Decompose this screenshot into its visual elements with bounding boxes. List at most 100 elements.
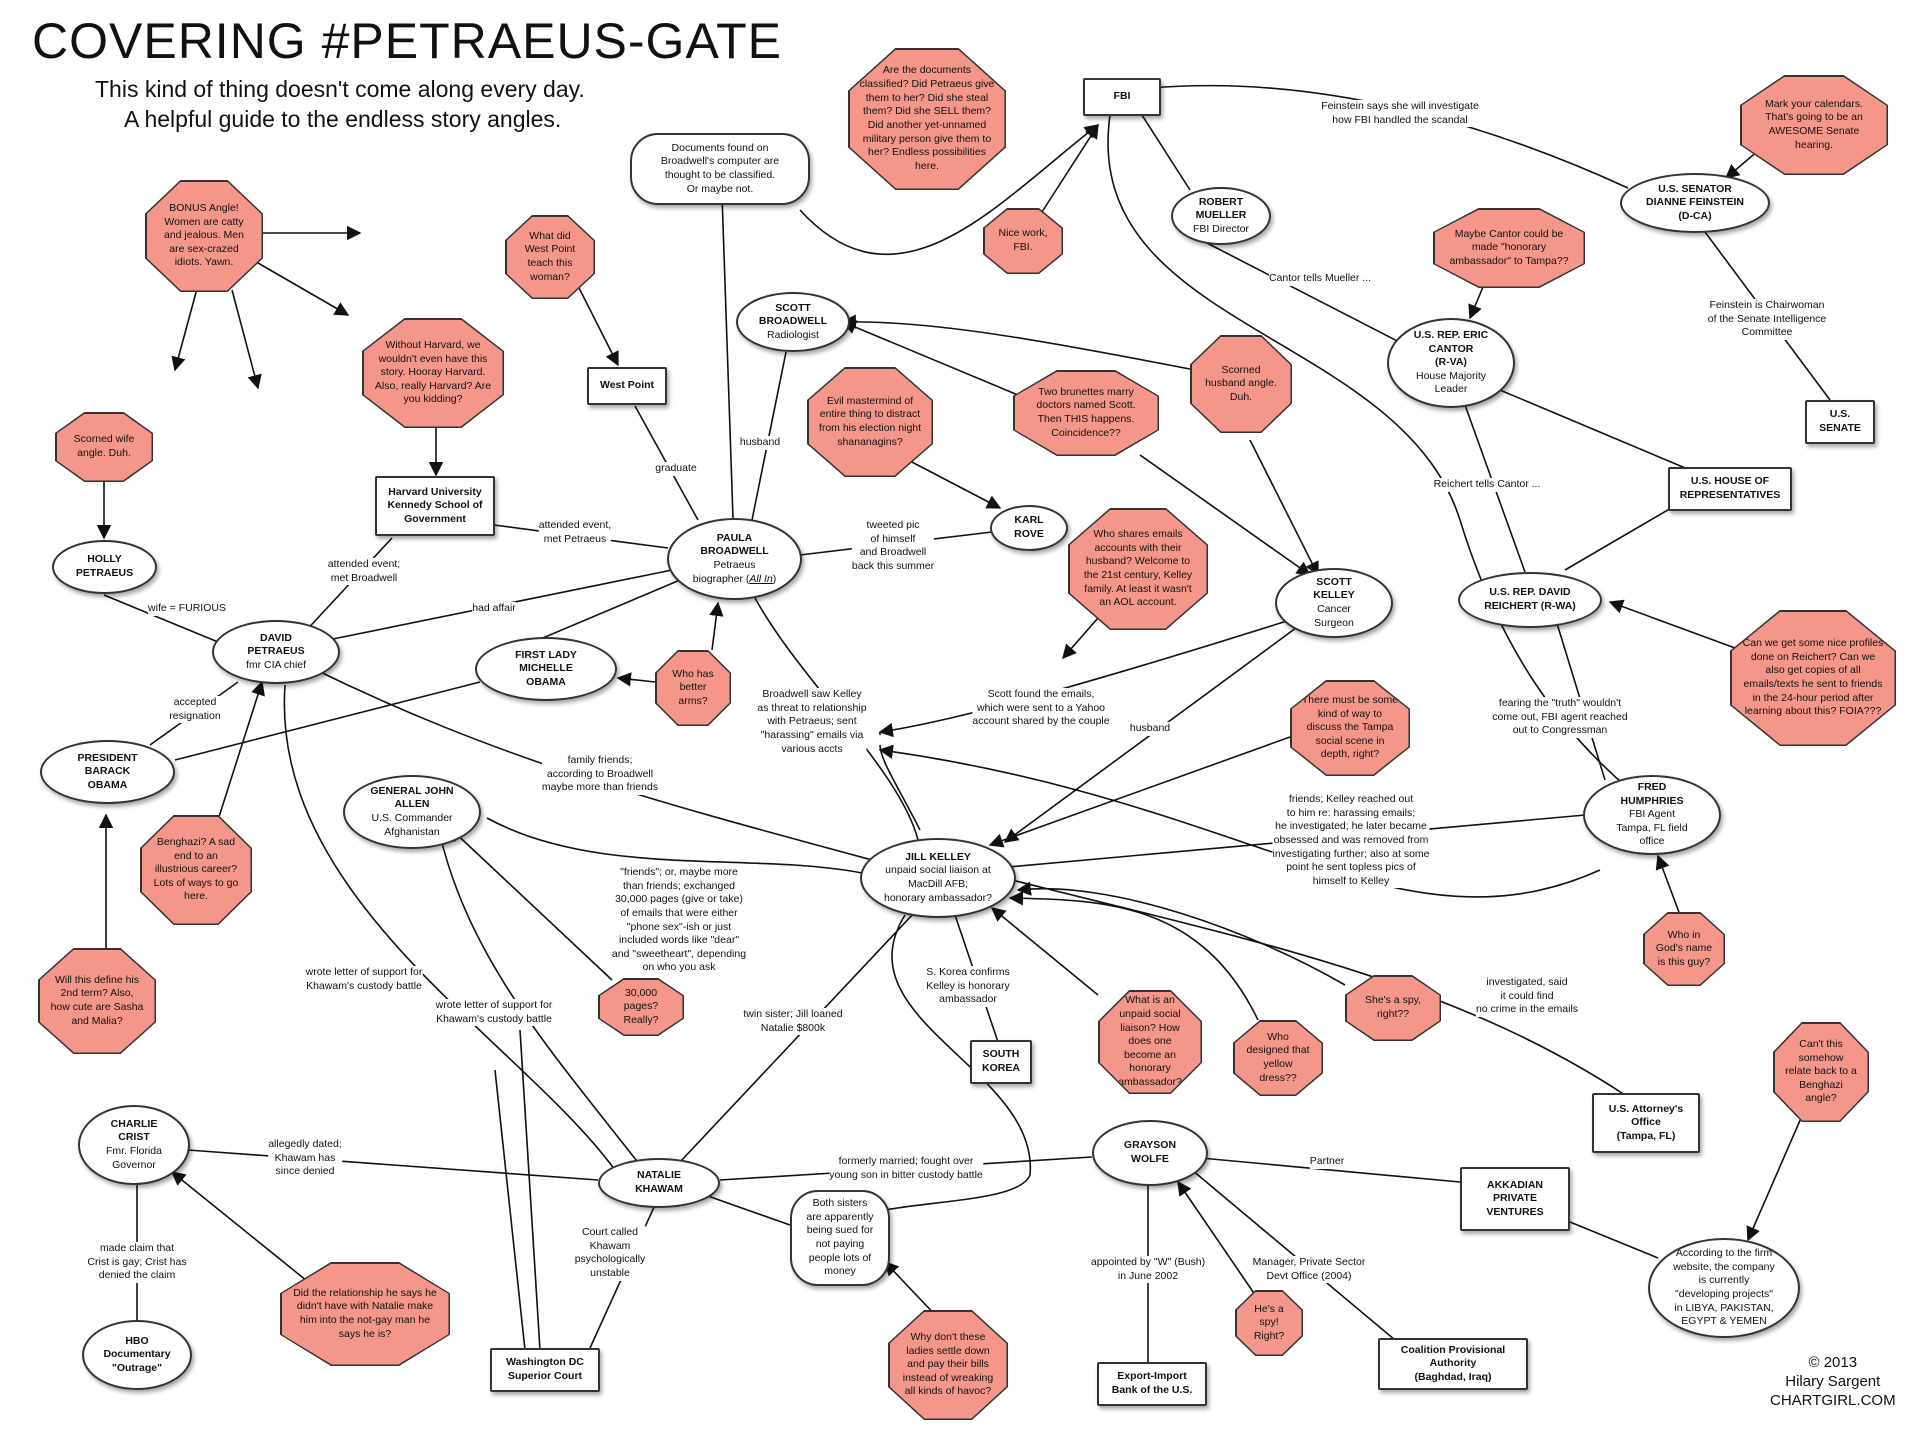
- edge-bonus-2: [257, 262, 350, 316]
- node-documents[interactable]: Documents found on Broadwell's computer …: [630, 133, 810, 205]
- question-harvard[interactable]: Without Harvard, we wouldn't even have t…: [362, 318, 504, 428]
- question-2nd-term[interactable]: Will this define his 2nd term? Also, how…: [38, 948, 156, 1054]
- node-us-attorney[interactable]: U.S. Attorney's Office (Tampa, FL): [1592, 1093, 1700, 1153]
- question-unpaid-liaison[interactable]: What is an unpaid social liaison? How do…: [1098, 990, 1202, 1094]
- question-calendars[interactable]: Mark your calendars. That's going to be …: [1740, 75, 1888, 175]
- node-hbo-outrage[interactable]: HBO Documentary "Outrage": [82, 1320, 192, 1390]
- node-fbi[interactable]: FBI: [1083, 78, 1161, 116]
- edge-label-attended-broadwell: attended event; met Broadwell: [327, 558, 401, 586]
- node-cpa[interactable]: Coalition Provisional Authority (Baghdad…: [1378, 1338, 1528, 1390]
- edge-scornedhusband-skelley: [1249, 439, 1319, 577]
- edge-unpaid-jill: [990, 907, 1099, 996]
- credit-site: CHARTGIRL.COM: [1770, 1391, 1896, 1409]
- edge-label-manager: Manager, Private Sector Devt Office (200…: [1252, 1256, 1366, 1284]
- question-documents[interactable]: Are the documents classified? Did Petrae…: [848, 48, 1006, 190]
- question-shares-emails[interactable]: Who shares emails accounts with their hu…: [1068, 508, 1208, 630]
- node-michelle-obama[interactable]: FIRST LADY MICHELLE OBAMA: [475, 637, 617, 701]
- edge-allen-jill: [486, 817, 873, 876]
- node-david-reichert[interactable]: U.S. REP. DAVID REICHERT (R-WA): [1458, 572, 1602, 628]
- edge-westpointq-westpoint: [574, 279, 619, 367]
- node-dc-court[interactable]: Washington DC Superior Court: [490, 1348, 600, 1392]
- edge-label-feinstein-fbi: Feinstein says she will investigate how …: [1321, 100, 1479, 128]
- question-brunettes[interactable]: Two brunettes marry doctors named Scott.…: [1013, 370, 1159, 456]
- node-south-korea[interactable]: SOUTH KOREA: [970, 1040, 1032, 1084]
- node-eric-cantor[interactable]: U.S. REP. ERIC CANTOR (R-VA)House Majori…: [1387, 318, 1515, 408]
- node-us-house[interactable]: U.S. HOUSE OF REPRESENTATIVES: [1668, 467, 1792, 511]
- question-benghazi[interactable]: Benghazi? A sad end to an illustrious ca…: [140, 815, 252, 925]
- edge-label-formerly-married: formerly married; fought over young son …: [829, 1155, 983, 1183]
- node-karl-rove[interactable]: KARL ROVE: [990, 505, 1068, 551]
- edge-label-fearing-truth: fearing the "truth" wouldn't come out, F…: [1492, 697, 1628, 738]
- edge-arms-michelle: [616, 672, 656, 687]
- question-cantor[interactable]: Maybe Cantor could be made "honorary amb…: [1433, 208, 1585, 288]
- edge-label-allegedly-dated: allegedly dated; Khawam has since denied: [268, 1138, 342, 1179]
- question-spy[interactable]: She's a spy, right??: [1345, 975, 1441, 1041]
- node-dianne-feinstein[interactable]: U.S. SENATOR DIANNE FEINSTEIN (D-CA): [1620, 173, 1770, 233]
- edge-jill-sisters: [884, 914, 1031, 1211]
- node-natalie-khawam[interactable]: NATALIE KHAWAM: [598, 1158, 720, 1208]
- node-barack-obama[interactable]: PRESIDENT BARACK OBAMA: [40, 740, 175, 804]
- node-harvard[interactable]: Harvard University Kennedy School of Gov…: [375, 476, 495, 536]
- node-both-sisters[interactable]: Both sisters are apparently being sued f…: [790, 1190, 890, 1286]
- question-ladies-bills[interactable]: Why don't these ladies settle down and p…: [888, 1310, 1008, 1420]
- edge-reichertq-reichert: [1608, 599, 1736, 649]
- edge-cantor-house: [1487, 384, 1691, 471]
- subtitle-line-2: A helpful guide to the endless story ang…: [124, 106, 562, 132]
- question-nice-work[interactable]: Nice work, FBI.: [983, 208, 1063, 274]
- edge-tampa-jill: [988, 736, 1291, 848]
- edge-label-graduate: graduate: [655, 462, 697, 476]
- edge-michelle-paula: [537, 579, 681, 641]
- question-west-point[interactable]: What did West Point teach this woman?: [505, 215, 595, 299]
- node-grayson-wolfe[interactable]: GRAYSON WOLFE: [1092, 1120, 1208, 1186]
- edge-label-accepted-resignation: accepted resignation: [169, 696, 221, 724]
- edge-crist-natalie: [187, 1149, 599, 1181]
- edge-label-letter-petraeus: wrote letter of support for Khawam's cus…: [305, 966, 423, 994]
- edge-jill-broadwellsaw: [879, 744, 921, 831]
- node-firm-website[interactable]: According to the firm website, the compa…: [1648, 1238, 1800, 1338]
- edge-david-natalie: [283, 684, 616, 1171]
- question-evil-mastermind[interactable]: Evil mastermind of entire thing to distr…: [807, 367, 933, 477]
- question-scorned-husband[interactable]: Scorned husband angle. Duh.: [1190, 335, 1292, 433]
- edge-label-wife-furious: wife = FURIOUS: [148, 602, 226, 616]
- question-not-gay[interactable]: Did the relationship he says he didn't h…: [280, 1262, 450, 1366]
- question-benghazi-2[interactable]: Can't this somehow relate back to a Beng…: [1773, 1022, 1869, 1122]
- edge-label-family-friends: family friends; according to Broadwell m…: [541, 754, 659, 795]
- question-gods-name[interactable]: Who in God's name is this guy?: [1643, 912, 1725, 986]
- edge-label-friends-humphries: friends; Kelley reached out to him re: h…: [1272, 793, 1430, 889]
- edge-gay-crist: [170, 1171, 313, 1286]
- edge-godsname-fred: [1655, 854, 1681, 916]
- node-akkadian[interactable]: AKKADIAN PRIVATE VENTURES: [1460, 1167, 1570, 1231]
- edge-nicework-fbi: [1039, 123, 1099, 216]
- edge-jill-natalie: [679, 911, 916, 1163]
- edge-grayson-cpa: [1191, 1169, 1396, 1341]
- edge-fbi-mueller: [1139, 111, 1191, 191]
- question-hes-a-spy[interactable]: He's a spy! Right?: [1235, 1290, 1303, 1356]
- edge-label-scott-found: Scott found the emails, which were sent …: [972, 688, 1110, 729]
- node-us-senate[interactable]: U.S. SENATE: [1805, 400, 1875, 444]
- question-30000-pages[interactable]: 30,000 pages? Really?: [598, 978, 684, 1036]
- edge-benghazi2-firm: [1746, 1101, 1809, 1242]
- edge-label-husband-broadwell: husband: [739, 436, 781, 450]
- question-bonus-angle[interactable]: BONUS Angle! Women are catty and jealous…: [145, 180, 263, 292]
- question-better-arms[interactable]: Who has better arms?: [655, 650, 731, 726]
- node-holly-petraeus[interactable]: HOLLY PETRAEUS: [52, 540, 157, 594]
- question-yellow-dress[interactable]: Who designed that yellow dress??: [1233, 1020, 1323, 1096]
- edge-label-had-affair: had affair: [472, 602, 516, 616]
- edge-documents-fbi: [799, 124, 1100, 256]
- node-west-point[interactable]: West Point: [587, 367, 667, 405]
- edge-natalie-dccourt-1: [494, 1069, 526, 1351]
- node-export-import[interactable]: Export-Import Bank of the U.S.: [1097, 1362, 1207, 1406]
- question-scorned-wife[interactable]: Scorned wife angle. Duh.: [55, 412, 153, 482]
- question-reichert-profiles[interactable]: Can we get some nice profiles done on Re…: [1730, 610, 1896, 746]
- credit-copyright: © 2013: [1808, 1354, 1858, 1371]
- question-tampa-social[interactable]: There must be some kind of way to discus…: [1290, 680, 1410, 776]
